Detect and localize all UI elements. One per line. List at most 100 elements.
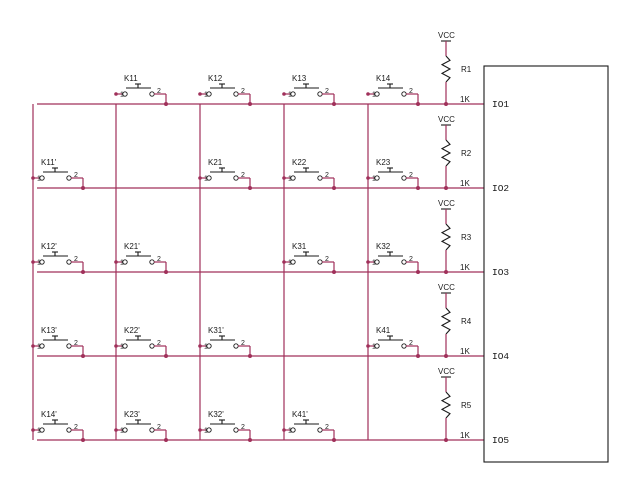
junction-dot <box>282 260 286 264</box>
switch-contact-1 <box>206 343 212 349</box>
switch-pin-number-1: 1 <box>37 260 41 267</box>
switch-pin-number-2: 2 <box>325 256 329 263</box>
switch-label: K22' <box>124 326 140 335</box>
switch-label: K31' <box>208 326 224 335</box>
junction-dot <box>248 354 252 358</box>
resistor-zigzag <box>440 391 452 419</box>
switch-pin-number-2: 2 <box>409 88 413 95</box>
junction-dot <box>81 270 85 274</box>
switch-pin-number-2: 2 <box>74 424 78 431</box>
push-switch-20: K41' 1 2 <box>282 410 336 442</box>
resistor-value: 1K <box>460 431 470 440</box>
switch-contact-2 <box>317 175 323 181</box>
switch-contact-2 <box>233 91 239 97</box>
junction-dot <box>31 260 35 264</box>
switch-pin-number-2: 2 <box>241 88 245 95</box>
junction-dot <box>248 438 252 442</box>
resistor-label: R4 <box>461 317 472 326</box>
resistor-value: 1K <box>460 95 470 104</box>
switch-contact-2 <box>317 259 323 265</box>
junction-dot <box>332 438 336 442</box>
switch-contact-1 <box>374 343 380 349</box>
switch-contact-1 <box>290 175 296 181</box>
push-switch-10: K21' 1 2 <box>114 242 168 274</box>
switch-pin-number-2: 2 <box>325 424 329 431</box>
switch-label: K31 <box>292 242 307 251</box>
switch-label: K11 <box>124 74 138 83</box>
junction-dot <box>31 176 35 180</box>
junction-dot <box>444 186 448 190</box>
switch-contact-2 <box>149 259 155 265</box>
junction-dot <box>198 92 202 96</box>
switch-pin-number-2: 2 <box>157 88 161 95</box>
junction-dot <box>444 438 448 442</box>
switch-pin-number-2: 2 <box>409 172 413 179</box>
switch-contact-2 <box>149 91 155 97</box>
switch-pin-number-1: 1 <box>204 344 208 351</box>
junction-dot <box>114 344 118 348</box>
junction-dot <box>366 344 370 348</box>
switch-pin-number-1: 1 <box>288 176 292 183</box>
junction-dot <box>416 102 420 106</box>
switch-contact-2 <box>66 259 72 265</box>
resistor-label: R1 <box>461 65 472 74</box>
junction-dot <box>248 186 252 190</box>
switch-pin-number-2: 2 <box>409 340 413 347</box>
switch-contact-1 <box>290 91 296 97</box>
switch-label: K32' <box>208 410 224 419</box>
switch-contact-1 <box>39 343 45 349</box>
junction-dot <box>332 270 336 274</box>
switch-contact-1 <box>290 427 296 433</box>
junction-dot <box>416 270 420 274</box>
chip-pin-label-3: IO3 <box>492 267 509 278</box>
switch-pin-number-1: 1 <box>372 260 376 267</box>
vcc-label: VCC <box>438 115 455 124</box>
switch-pin-number-1: 1 <box>372 92 376 99</box>
resistor-label: R5 <box>461 401 472 410</box>
junction-dot <box>282 428 286 432</box>
switch-pin-number-2: 2 <box>325 172 329 179</box>
switch-contact-1 <box>290 259 296 265</box>
junction-dot <box>114 428 118 432</box>
switch-contact-1 <box>122 91 128 97</box>
switch-pin-number-2: 2 <box>74 256 78 263</box>
switch-pin-number-1: 1 <box>120 344 124 351</box>
switch-contact-1 <box>374 259 380 265</box>
junction-dot <box>332 102 336 106</box>
switch-pin-number-1: 1 <box>288 428 292 435</box>
switch-pin-number-2: 2 <box>157 256 161 263</box>
junction-dot <box>366 176 370 180</box>
resistor-value: 1K <box>460 347 470 356</box>
switch-contact-2 <box>149 343 155 349</box>
vcc-label: VCC <box>438 199 455 208</box>
resistor-value: 1K <box>460 263 470 272</box>
junction-dot <box>31 428 35 432</box>
switch-label: K41' <box>292 410 308 419</box>
chip-pin-label-2: IO2 <box>492 183 509 194</box>
junction-dot <box>114 92 118 96</box>
switch-pin-number-1: 1 <box>120 260 124 267</box>
junction-dot <box>31 344 35 348</box>
wire-layer <box>32 103 484 441</box>
junction-dot <box>164 102 168 106</box>
switch-pin-number-2: 2 <box>325 88 329 95</box>
switch-pin-number-2: 2 <box>241 172 245 179</box>
switch-contact-2 <box>66 175 72 181</box>
switch-label: K21' <box>124 242 140 251</box>
resistor-zigzag <box>440 307 452 335</box>
